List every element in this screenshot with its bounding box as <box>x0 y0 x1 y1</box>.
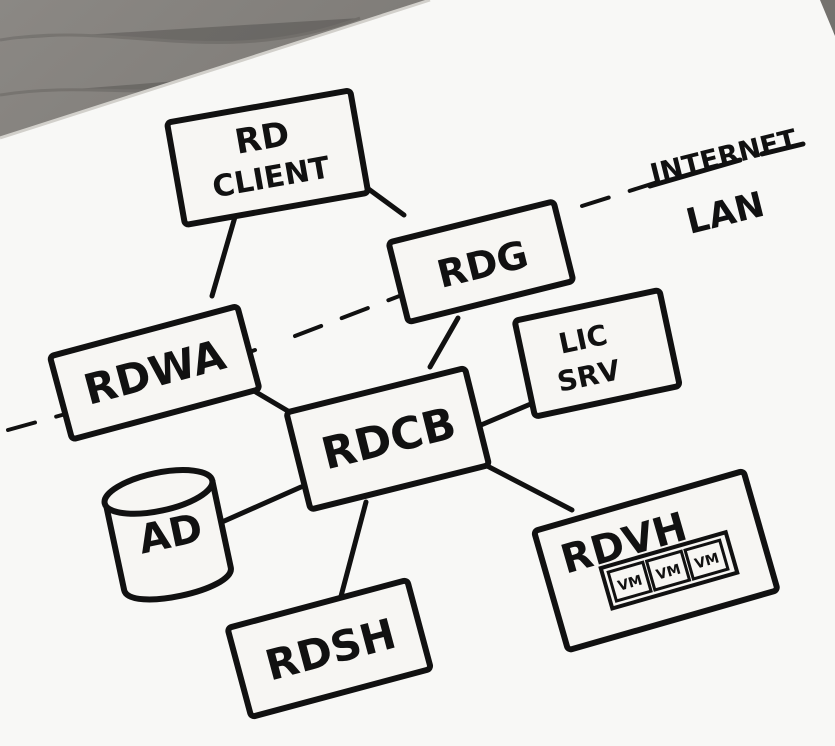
node-lic-srv: LIC SRV <box>512 287 683 419</box>
rdg-box <box>386 199 576 325</box>
vm-label-3: VM <box>693 550 721 572</box>
rd-client-line-1: RD <box>232 114 293 163</box>
vm-label-1: VM <box>616 572 644 594</box>
node-rdsh: RDSH <box>225 577 434 720</box>
vm-box-3 <box>683 538 730 581</box>
zone-divider-tail <box>759 141 806 157</box>
ad-cylinder-top <box>101 467 216 517</box>
edge-rdcb-lic-srv <box>478 400 536 428</box>
node-rdwa: RDWA <box>47 304 262 442</box>
vm-box-2 <box>644 549 692 592</box>
node-rdg: RDG <box>386 199 576 325</box>
edge-rd-client-rdwa <box>209 207 240 299</box>
vm-box-1 <box>606 560 653 603</box>
rdcb-box <box>284 365 492 512</box>
vm-host-box <box>598 529 740 611</box>
rd-client-box <box>164 87 371 228</box>
node-ad: AD <box>101 467 234 603</box>
rdwa-box <box>47 304 262 442</box>
edge-rdg-rdcb <box>427 315 461 370</box>
node-rd-client: RD CLIENT <box>164 87 371 228</box>
vm-label-2: VM <box>654 561 682 583</box>
rdsh-box <box>225 577 434 720</box>
node-rdvh: RDVH VM VM VM <box>531 468 780 653</box>
zone-divider-underline <box>647 157 743 189</box>
edge-rdcb-ad <box>210 484 304 529</box>
network-boundary-line <box>6 178 666 432</box>
lic-srv-box <box>512 287 683 419</box>
napkin-edge <box>0 0 431 140</box>
rdvh-box <box>531 468 780 653</box>
node-rdcb: RDCB <box>284 365 492 512</box>
edge-rdcb-rdsh <box>337 499 369 603</box>
